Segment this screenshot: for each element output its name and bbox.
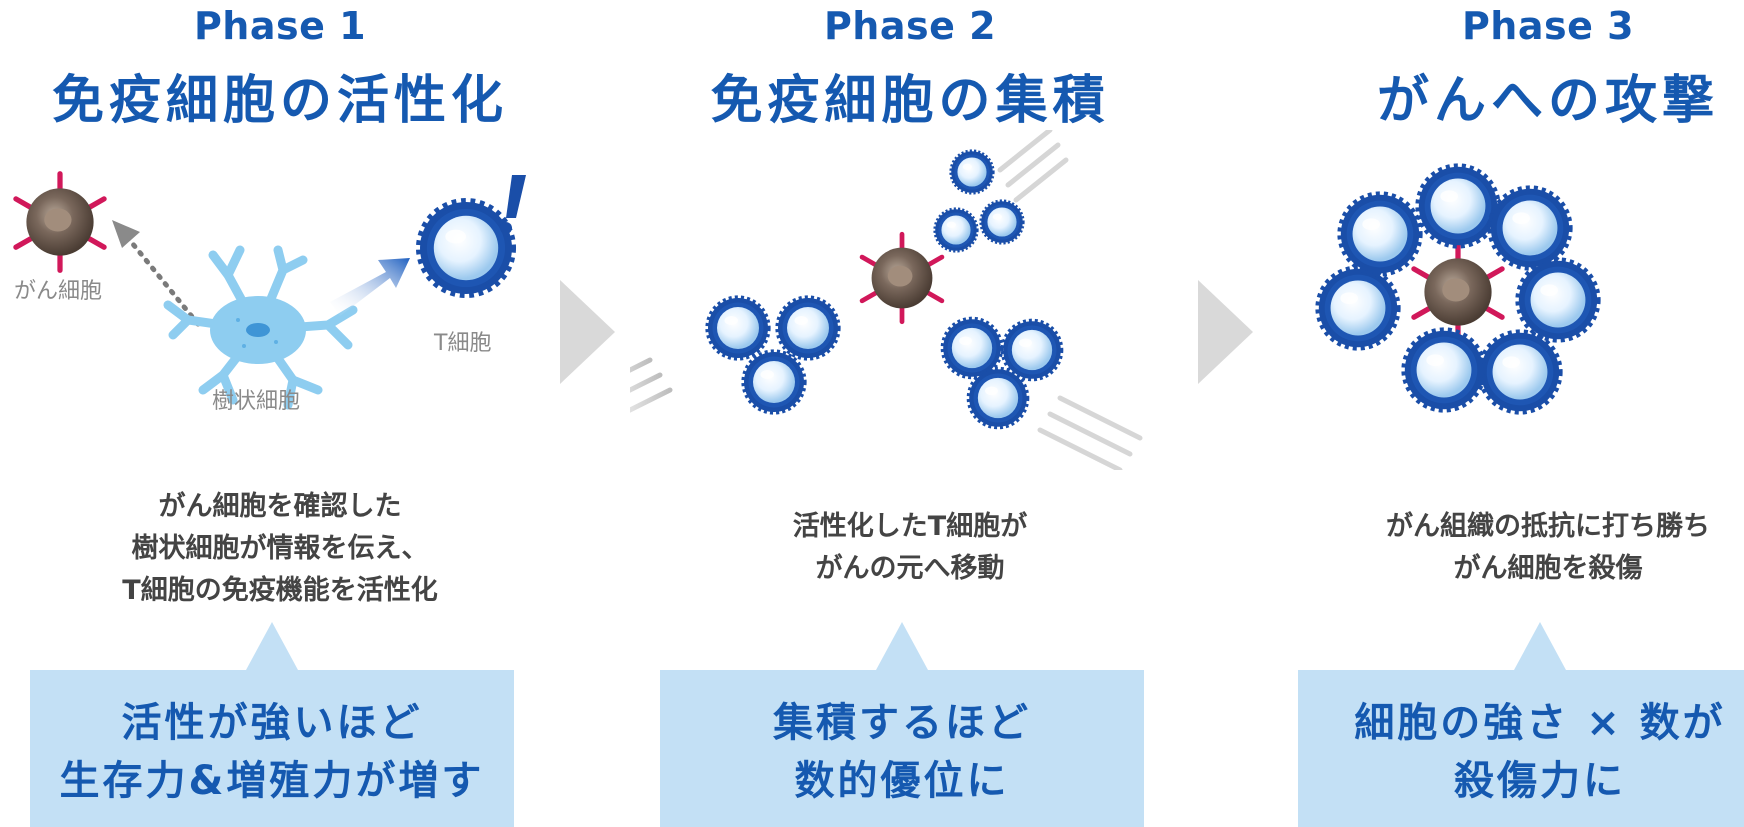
t-cell-icon [1491,189,1569,267]
cancer-cell-icon [1414,244,1502,341]
t-cell-icon [949,149,995,195]
t-cell-icon [708,298,768,358]
t-cell-icon [1405,331,1483,409]
motion-lines-icon [630,357,673,413]
t-cell-icon [1419,167,1497,245]
callout-box: 集積するほど 数的優位に [660,670,1144,827]
t-cell-icon [969,369,1027,427]
phase-3-panel: Phase 3 がんへの攻撃 がん組織の抵抗に打ち勝ち がん細胞を殺傷 細胞の強… [1268,0,1744,827]
phase-2-panel: Phase 2 免疫細胞の集積 活性化したT細胞が がんの元へ移動 集積するほど… [630,0,1190,827]
t-cell-icon [778,298,838,358]
cancer-cell-icon [862,234,942,321]
phase-title: 免疫細胞の集積 [710,71,1110,131]
phase-description: がん組織の抵抗に打ち勝ち がん細胞を殺傷 [1386,511,1710,584]
t-cell-icon [1341,195,1419,273]
dendritic-cell-label: 樹状細胞 [212,389,300,414]
callout-box: 活性が強いほど 生存力&増殖力が増す [30,670,514,827]
callout-pointer [876,622,928,670]
phase-number: Phase 1 [193,4,367,48]
callout-text: 活性が強いほど 生存力&増殖力が増す [59,700,485,804]
callout-box: 細胞の強さ × 数が 殺傷力に [1298,670,1744,827]
signal-arrow-icon [330,258,410,316]
exclamation-icon [500,175,526,234]
t-cell-icon [1003,321,1061,379]
phase-1-illustration: がん細胞 [0,130,526,414]
phase-1-panel: Phase 1 免疫細胞の活性化 がん細胞 [0,0,560,827]
callout-text: 集積するほど 数的優位に [773,700,1031,804]
phase-number: Phase 3 [1461,4,1635,48]
dendritic-cell-icon [163,245,358,410]
next-arrow-icon [1198,280,1253,384]
t-cell-icon [1519,261,1597,339]
t-cell-icon [744,352,804,412]
phase-description: 活性化したT細胞が がんの元へ移動 [792,511,1028,584]
phase-description: がん細胞を確認した 樹状細胞が情報を伝え、 T細胞の免疫機能を活性化 [122,491,438,606]
phase-title: 免疫細胞の活性化 [51,71,508,131]
phase-3-illustration [1268,130,1744,470]
cancer-cell-icon [16,174,104,271]
motion-lines-icon [997,130,1143,470]
phase-title: がんへの攻撃 [1376,71,1719,131]
t-cell-icon [943,319,1001,377]
phase-number: Phase 2 [823,4,997,48]
callout-pointer [246,622,298,670]
cancer-cell-label: がん細胞 [14,279,102,304]
t-cell-label: T細胞 [433,331,491,356]
t-cell-icon [979,199,1025,245]
t-cell-icon [1481,333,1559,411]
callout-pointer [1514,622,1566,670]
t-cell-icon [1319,269,1397,347]
t-cell-icon [420,202,512,294]
phase-2-illustration [630,130,1143,470]
next-arrow-icon [560,280,615,384]
dotted-arrow-icon [112,220,201,327]
callout-text: 細胞の強さ × 数が 殺傷力に [1354,700,1726,804]
t-cell-icon [933,207,979,253]
